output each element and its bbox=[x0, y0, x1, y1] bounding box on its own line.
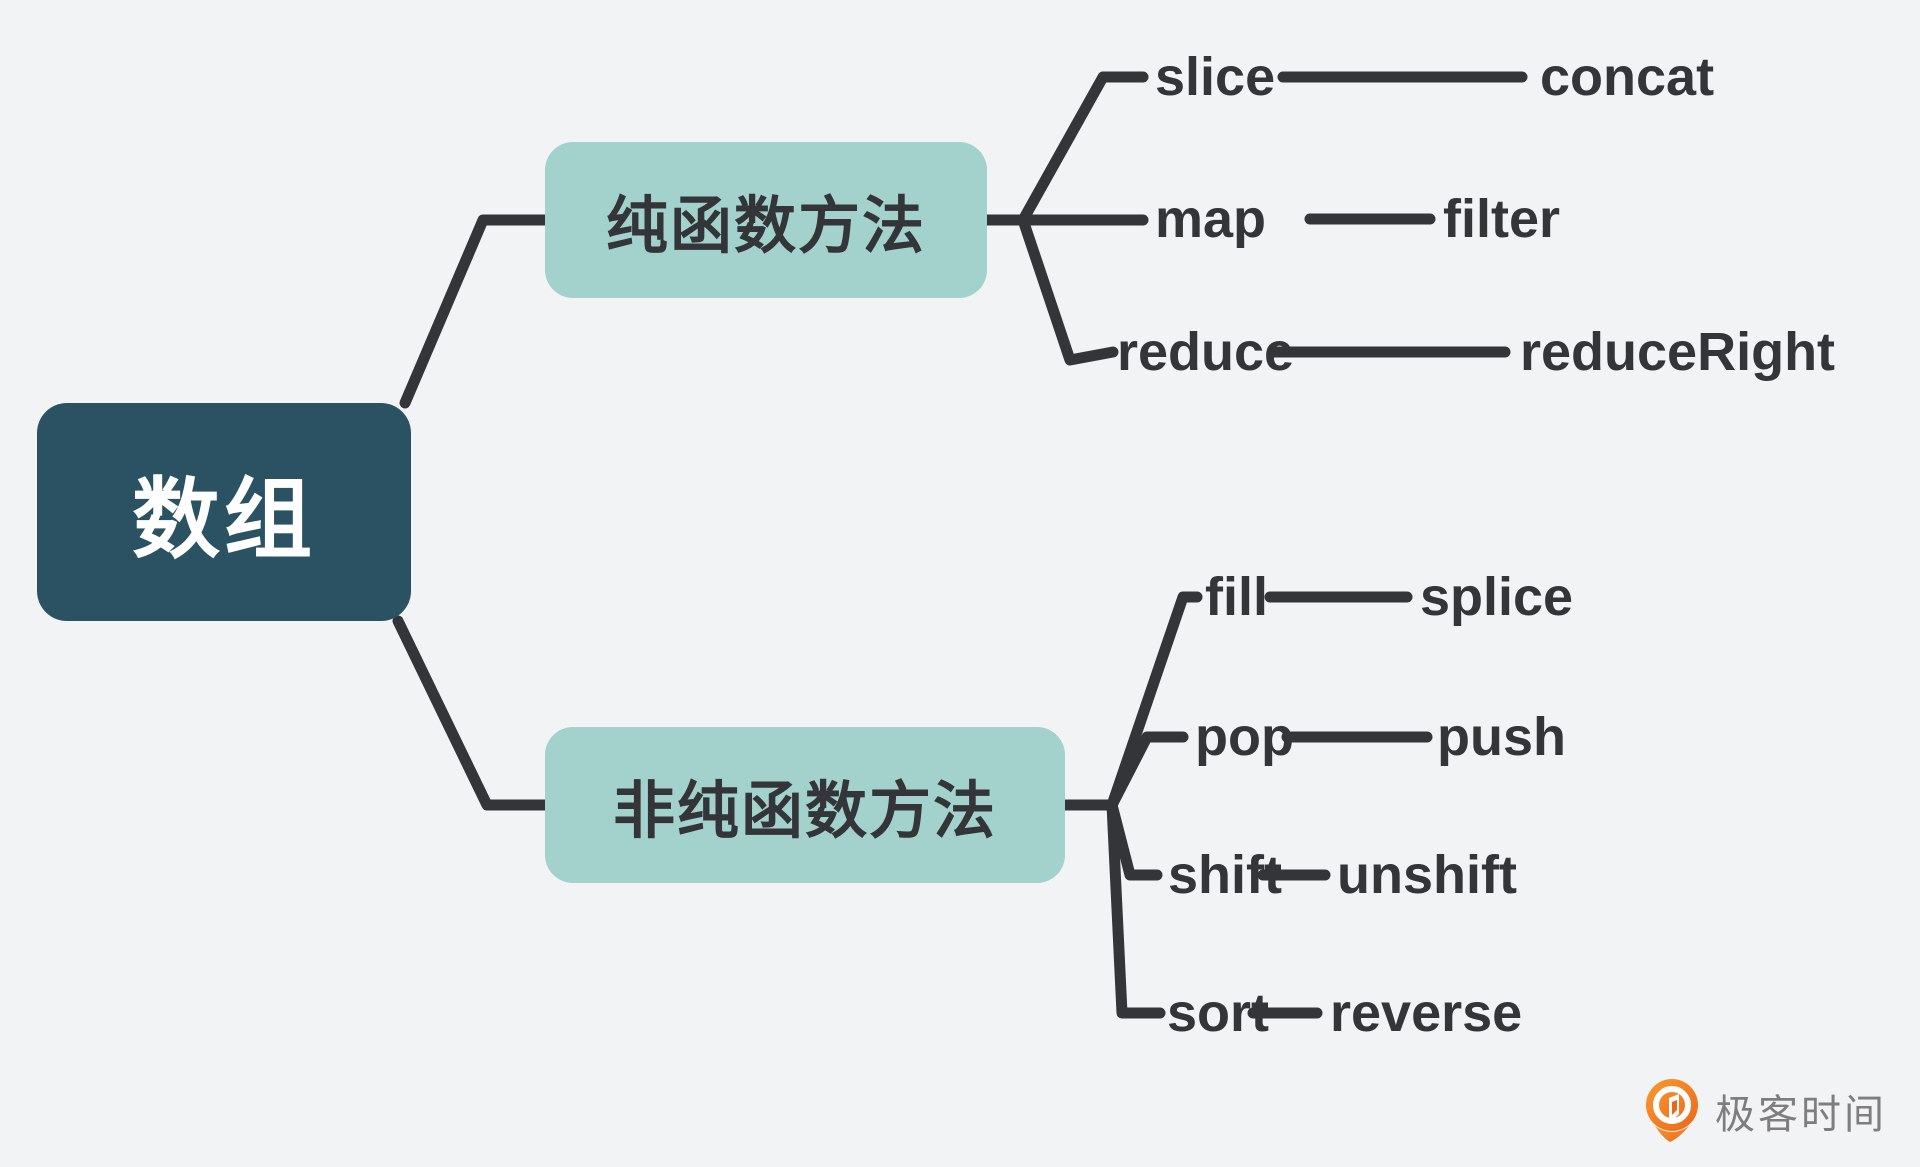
leaf-reverse[interactable]: reverse bbox=[1330, 983, 1523, 1043]
connector-root-to-impure bbox=[392, 615, 556, 811]
leaf-unshift[interactable]: unshift bbox=[1337, 845, 1517, 905]
leaf-reduceright[interactable]: reduceRight bbox=[1520, 322, 1836, 382]
leaf-reduce[interactable]: reduce bbox=[1117, 322, 1295, 382]
connector-pure-to-slice bbox=[1017, 71, 1149, 226]
leaf-push[interactable]: push bbox=[1437, 707, 1566, 767]
leaf-map[interactable]: map bbox=[1155, 189, 1267, 249]
leaf-filter[interactable]: filter bbox=[1443, 189, 1561, 249]
connector-impure-to-sort bbox=[1106, 799, 1166, 1019]
geektime-pin-icon bbox=[1646, 1079, 1698, 1142]
branch-node-pure-methods[interactable]: 纯函数方法 bbox=[545, 142, 987, 298]
leaf-slice[interactable]: slice bbox=[1155, 47, 1276, 107]
geektime-logo: 极客时间 bbox=[1643, 1078, 1887, 1144]
leaf-sort[interactable]: sort bbox=[1167, 983, 1270, 1043]
leaf-shift[interactable]: shift bbox=[1168, 845, 1282, 905]
root-node-array[interactable]: 数组 bbox=[37, 403, 411, 621]
leaf-pop[interactable]: pop bbox=[1195, 707, 1294, 767]
connector-impure-to-fill bbox=[1106, 591, 1203, 811]
branch-node-impure-methods[interactable]: 非纯函数方法 bbox=[545, 727, 1065, 883]
connector-root-to-pure bbox=[399, 214, 556, 409]
leaf-splice[interactable]: splice bbox=[1420, 567, 1574, 627]
leaf-concat[interactable]: concat bbox=[1540, 47, 1715, 107]
geektime-logo-text: 极客时间 bbox=[1715, 1093, 1887, 1137]
connector-impure-to-pop bbox=[1106, 731, 1189, 811]
leaf-fill[interactable]: fill bbox=[1205, 567, 1268, 627]
connector-pure-to-reduce bbox=[1017, 214, 1119, 366]
